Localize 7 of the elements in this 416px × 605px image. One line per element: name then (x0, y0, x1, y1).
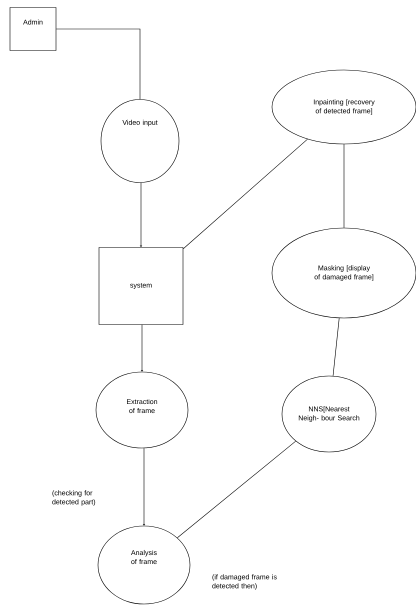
connector (142, 448, 146, 526)
connector (332, 318, 340, 376)
connector (56, 28, 140, 100)
connector (140, 182, 142, 248)
connector (183, 138, 308, 250)
connector (177, 440, 296, 538)
connector (140, 324, 144, 372)
